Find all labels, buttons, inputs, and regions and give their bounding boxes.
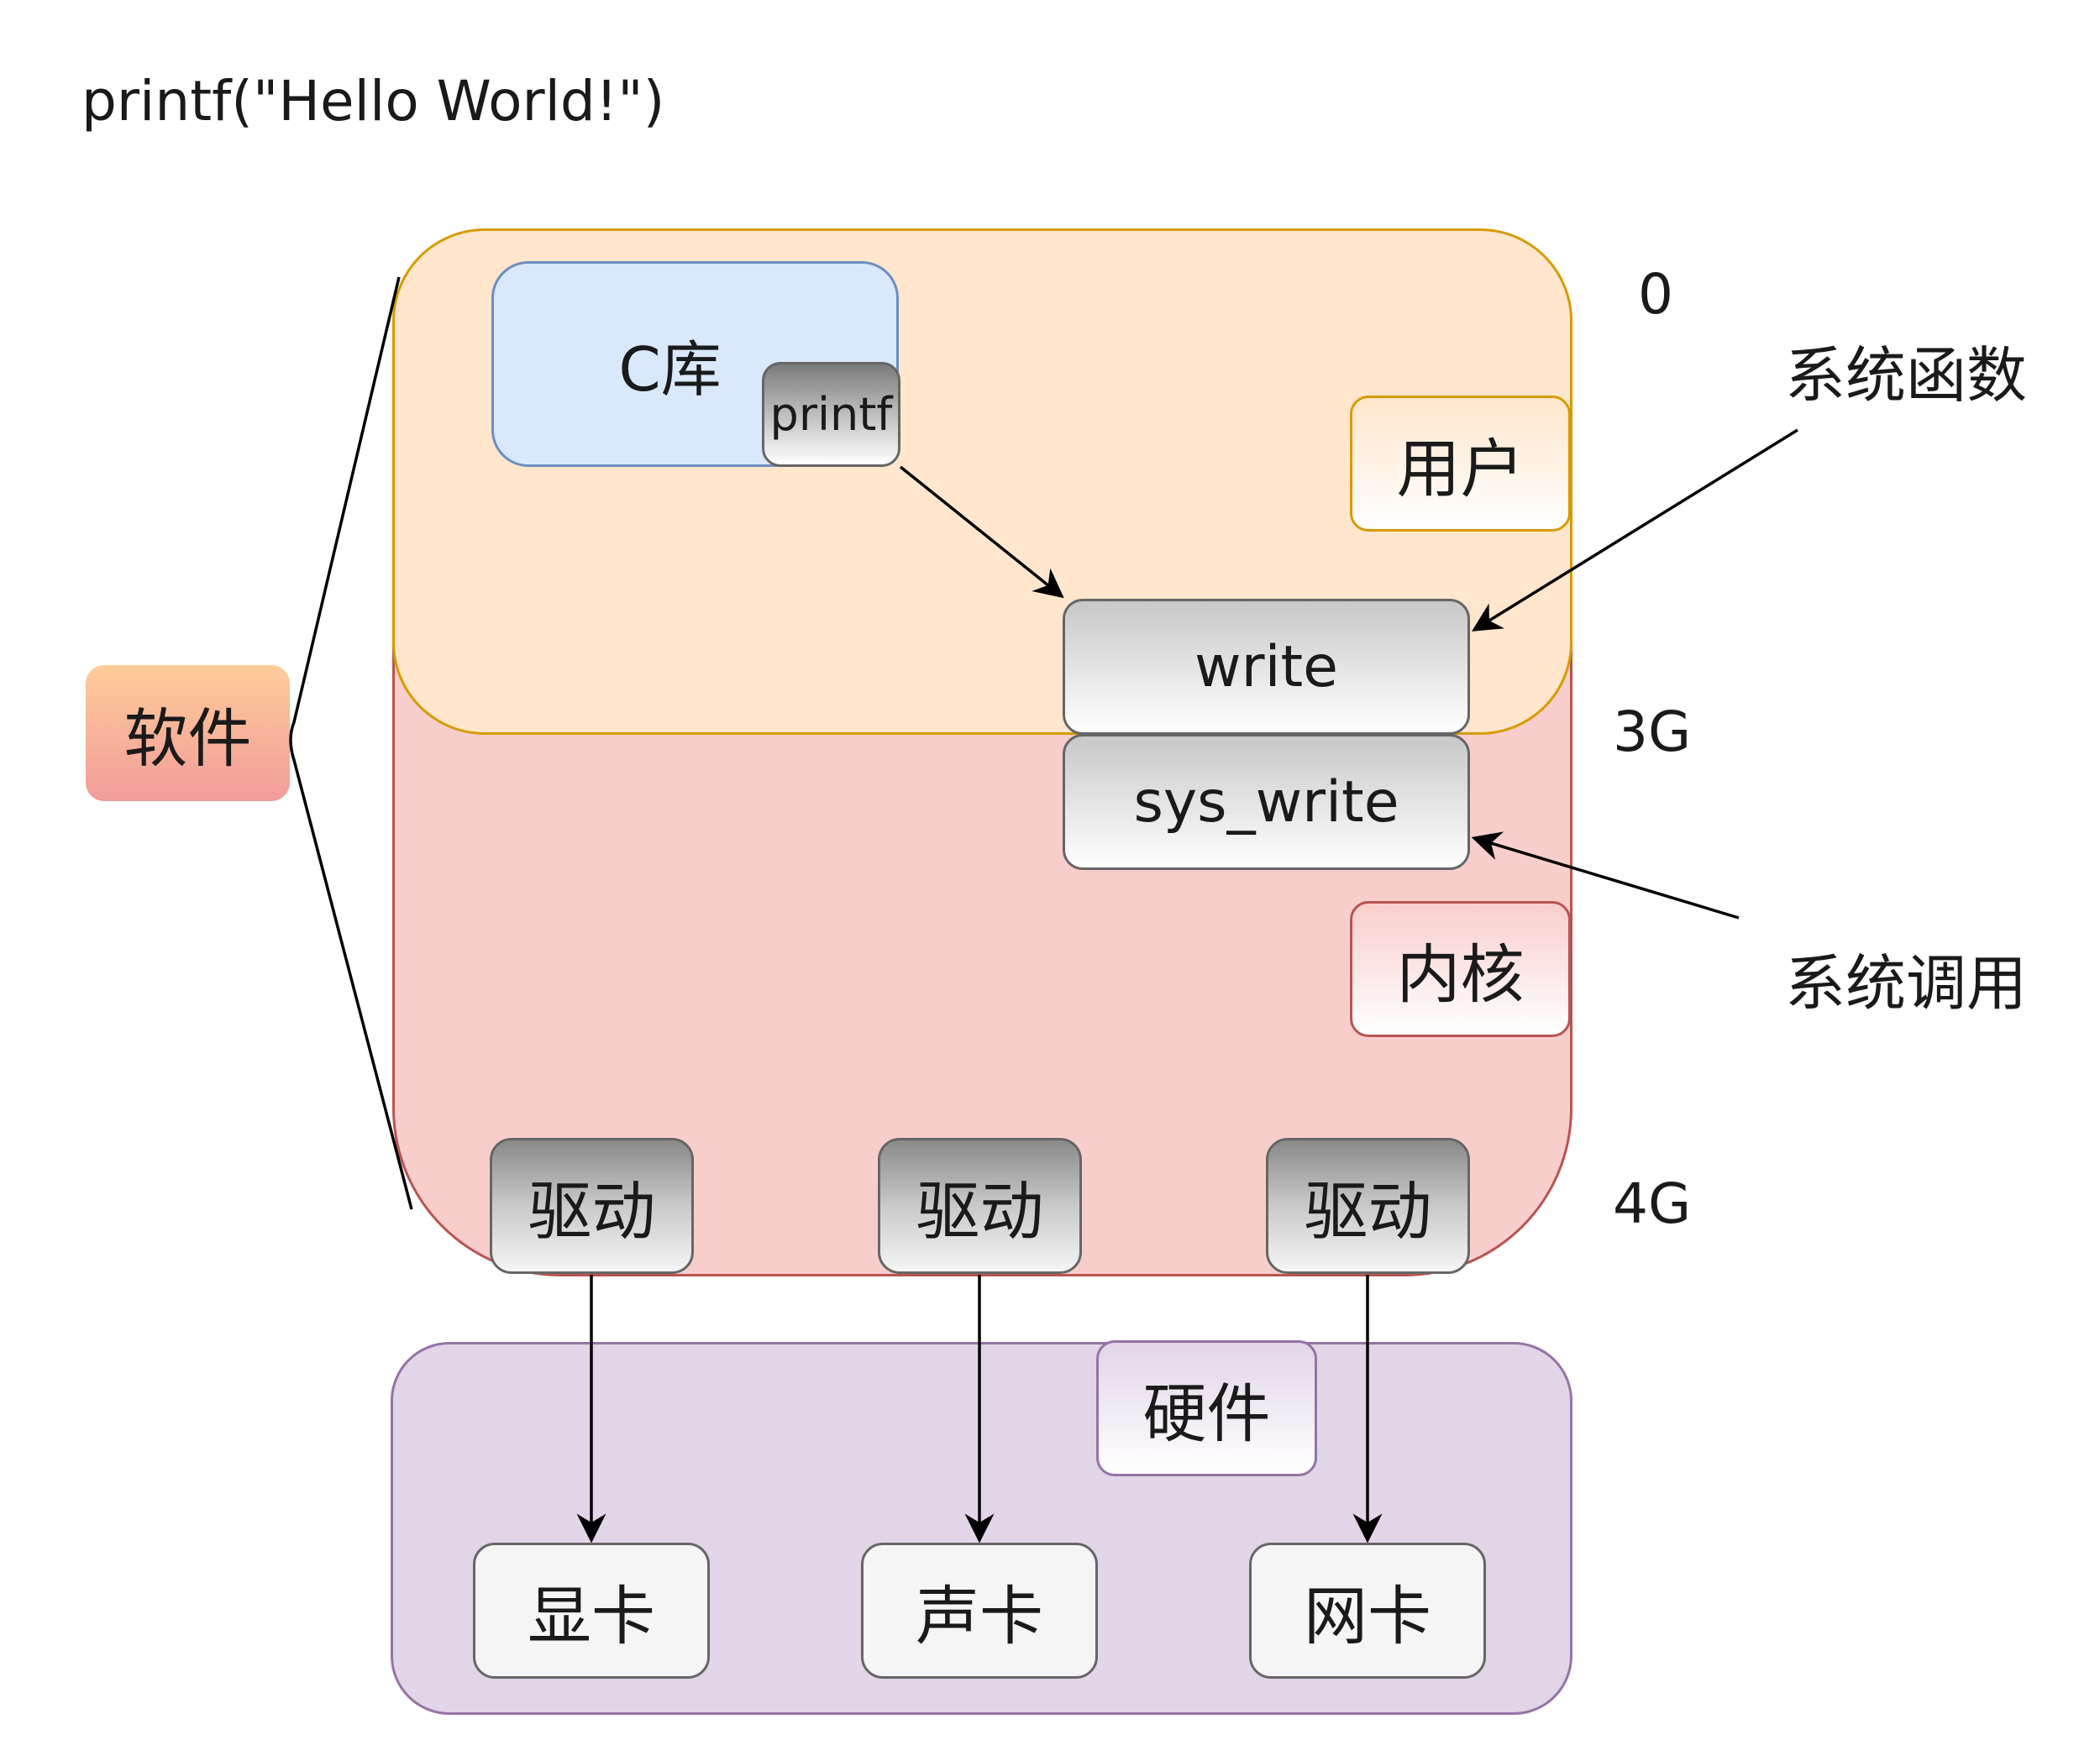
- sys-write-label: sys_write: [1133, 768, 1399, 836]
- sound-card-node: 声卡: [861, 1543, 1098, 1679]
- user-tag: 用户: [1350, 396, 1571, 532]
- user-tag-label: 用户: [1396, 432, 1525, 506]
- code-title: printf("Hello World!"): [81, 69, 665, 134]
- write-label: write: [1194, 633, 1338, 700]
- driver-node-nic: 驱动: [1266, 1138, 1470, 1274]
- driver-node-gpu: 驱动: [490, 1138, 694, 1274]
- printf-label: printf: [769, 388, 893, 441]
- software-tag: 软件: [86, 665, 290, 801]
- hardware-tag-label: 硬件: [1142, 1376, 1271, 1451]
- network-card-label: 网卡: [1304, 1579, 1431, 1654]
- c-library-label: C库: [618, 334, 722, 405]
- graphics-card-node: 显卡: [473, 1543, 710, 1679]
- write-node: write: [1063, 599, 1470, 735]
- network-card-node: 网卡: [1249, 1543, 1486, 1679]
- hardware-tag: 硬件: [1096, 1340, 1317, 1476]
- address-mark-4g: 4G: [1613, 1171, 1692, 1236]
- driver-node-sound: 驱动: [878, 1138, 1082, 1274]
- kernel-tag: 内核: [1350, 901, 1571, 1037]
- sys-write-node: sys_write: [1063, 734, 1470, 870]
- system-call-callout: 系统调用: [1785, 948, 2028, 1019]
- driver-label: 驱动: [916, 1174, 1044, 1249]
- driver-label: 驱动: [1304, 1174, 1432, 1249]
- address-mark-3g: 3G: [1613, 700, 1692, 764]
- software-tag-label: 软件: [123, 701, 252, 776]
- kernel-tag-label: 内核: [1396, 937, 1525, 1012]
- system-function-callout: 系统函数: [1785, 340, 2028, 411]
- printf-node: printf: [762, 362, 900, 467]
- address-mark-0: 0: [1638, 262, 1673, 327]
- graphics-card-label: 显卡: [528, 1579, 655, 1654]
- sound-card-label: 声卡: [916, 1579, 1043, 1654]
- driver-label: 驱动: [528, 1174, 656, 1249]
